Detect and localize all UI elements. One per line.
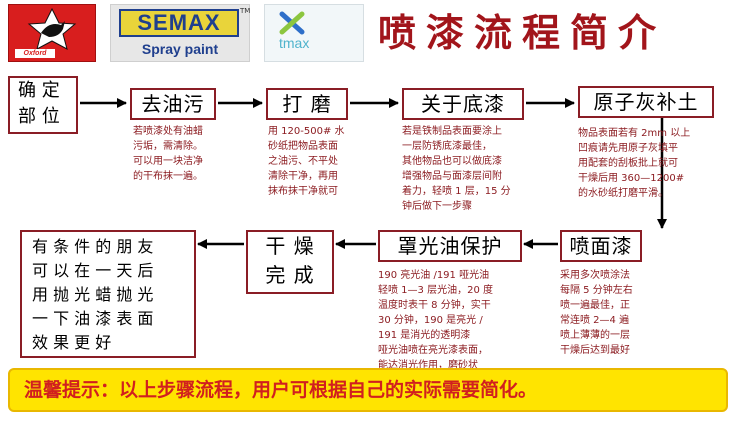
step-degrease-note: 若喷漆处有油蜡 污垢，需清除。 可以用一块洁净 的干布抹一遍。 bbox=[133, 126, 203, 182]
step-primer-label: 关于底漆 bbox=[421, 92, 505, 116]
step-putty-box: 原子灰补土 bbox=[578, 86, 714, 118]
semax-logo: SEMAX TM Spray paint bbox=[110, 4, 250, 62]
tmax-logo-word: tmax bbox=[279, 35, 310, 51]
step-clear-box: 罩光油保护 bbox=[378, 230, 522, 262]
step-final-line4: 一 下 油 漆 表 面 bbox=[32, 309, 154, 328]
step-locate-area: 确 定 部 位 bbox=[8, 76, 78, 134]
star-horse-icon bbox=[27, 7, 77, 50]
tmax-logo: tmax bbox=[264, 4, 364, 62]
step-final-line5: 效 果 更 好 bbox=[32, 333, 112, 352]
step-clear-note: 190 亮光油 /191 哑光油 轻喷 1—3 层光油，20 度 温度时表干 8… bbox=[378, 270, 493, 371]
step-putty-note: 物品表面若有 2mm 以上 凹痕请先用原子灰填平 用配套的刮板批上就可 干燥后用… bbox=[578, 128, 691, 199]
step-final-box: 有 条 件 的 朋 友 可 以 在 一 天 后 用 抛 光 蜡 抛 光 一 下 … bbox=[20, 230, 196, 358]
step-sand-box: 打 磨 bbox=[266, 88, 348, 120]
warm-tip-banner: 温馨提示：以上步骤流程，用户可根据自己的实际需要简化。 bbox=[8, 368, 728, 412]
step-degrease-box: 去油污 bbox=[130, 88, 216, 120]
step-primer-note: 若是铁制品表面要涂上 一层防锈底漆最佳， 其他物品也可以做底漆 增强物品与面漆层… bbox=[402, 126, 511, 212]
step-putty-label: 原子灰补土 bbox=[593, 90, 699, 114]
semax-logo-word: SEMAX bbox=[119, 9, 239, 37]
step-sand-note: 用 120-500# 水 砂纸把物品表面 之油污、不平处 清除干净，再用 抹布抹… bbox=[268, 126, 345, 197]
semax-logo-tm: TM bbox=[240, 7, 251, 15]
step-spray-note: 采用多次喷涂法 每隔 5 分钟左右 喷一遍最佳，正 常连喷 2—4 遍 喷上薄薄… bbox=[560, 270, 633, 356]
step-spray-label: 喷面漆 bbox=[569, 234, 633, 258]
step-primer-box: 关于底漆 bbox=[402, 88, 524, 120]
step-final-line2: 可 以 在 一 天 后 bbox=[32, 261, 154, 280]
step-final-line1: 有 条 件 的 朋 友 bbox=[32, 237, 154, 256]
step-degrease-label: 去油污 bbox=[141, 92, 205, 116]
step-spray-box: 喷面漆 bbox=[560, 230, 642, 262]
oxford-logo: Oxford bbox=[8, 4, 96, 62]
step-dry-box: 干 燥 完 成 bbox=[246, 230, 334, 294]
page-title: 喷漆流程简介 bbox=[378, 11, 667, 55]
step-sand-label: 打 磨 bbox=[282, 92, 332, 116]
cross-mark-icon bbox=[279, 11, 305, 35]
semax-logo-subtitle: Spray paint bbox=[141, 41, 219, 57]
oxford-logo-tag: Oxford bbox=[15, 49, 55, 58]
step-final-line3: 用 抛 光 蜡 抛 光 bbox=[32, 285, 154, 304]
step-locate-line2: 部 位 bbox=[18, 106, 60, 127]
step-clear-label: 罩光油保护 bbox=[397, 234, 503, 258]
step-locate-line1: 确 定 bbox=[18, 80, 60, 101]
step-dry-line2: 完 成 bbox=[265, 263, 315, 287]
step-dry-line1: 干 燥 bbox=[265, 234, 315, 258]
